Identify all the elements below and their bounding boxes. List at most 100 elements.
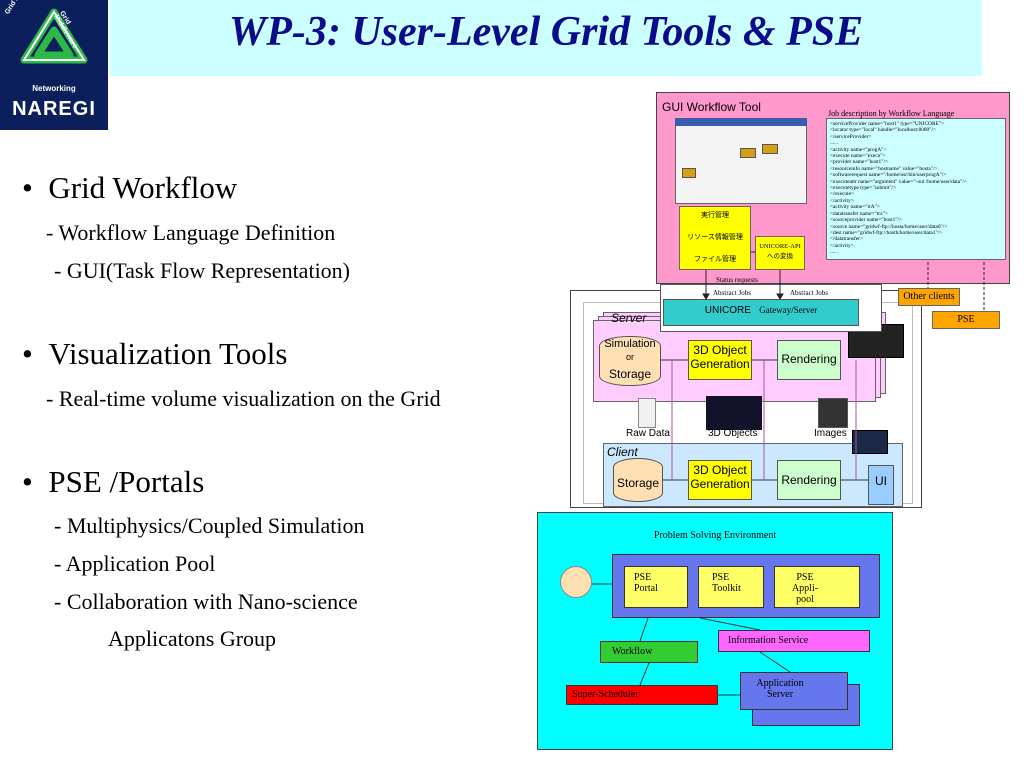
code-line: </activity> <box>830 197 854 204</box>
bullet-pse-portals: • PSE /Portals <box>22 464 205 499</box>
code-line: </datatransfer> <box>830 236 864 243</box>
rendering-box <box>777 340 841 380</box>
raw-data-label: Raw Data <box>626 428 670 439</box>
bullet-text: PSE /Portals <box>48 464 205 499</box>
code-line: ...... <box>830 140 839 147</box>
code-line: <serviceProvider name="host1" type="UNIC… <box>830 121 945 127</box>
bullet-grid-workflow: • Grid Workflow <box>22 170 238 205</box>
sub-item: - Collaboration with Nano-science <box>54 589 358 614</box>
pse-portal-box <box>624 566 688 608</box>
gateway-name: UNICORE <box>704 305 751 316</box>
code-line: <softwarerequest name="/home/usr/bin/use… <box>830 172 947 179</box>
simulation-label: Simulation <box>604 338 656 350</box>
code-block: <serviceProvider name="host1" type="UNIC… <box>830 121 1002 256</box>
gateway-sub: Gateway/Server <box>759 305 818 315</box>
jp-item-execution: 実行管理 <box>701 211 729 219</box>
unicore-gateway-label: UNICORE Gateway/Server <box>663 305 859 316</box>
naregi-logo: Grid Applications Grid Middleware Networ… <box>0 0 108 130</box>
pse-client-label: PSE <box>957 314 975 325</box>
unicore-gateway-box <box>663 299 859 326</box>
logo-ring-bottom: Networking <box>32 84 76 93</box>
other-clients-label: Other clients <box>903 291 955 302</box>
logo-wordmark: NAREGI <box>12 98 96 120</box>
client-storage-cylinder <box>613 458 663 502</box>
code-line: ...... <box>830 249 839 256</box>
workflow-screenshot-titlebar <box>675 118 807 126</box>
ui-label: UI <box>875 474 887 488</box>
sub-item: - Multiphysics/Coupled Simulation <box>54 513 365 538</box>
job-description-title: Job description by Workflow Language <box>828 109 955 118</box>
status-requests-label: Status requests <box>716 276 758 284</box>
client-object-generation-label: 3D Object Generation <box>690 463 750 491</box>
client-storage-label: Storage <box>616 476 660 490</box>
bullet-visualization-tools: • Visualization Tools <box>22 336 288 371</box>
client-rendering-label: Rendering <box>781 473 837 487</box>
workflow-label: Workflow <box>612 646 653 657</box>
jp-item-file: ファイル管理 <box>694 255 736 263</box>
sub-item: - Application Pool <box>54 551 216 576</box>
management-box <box>679 206 751 270</box>
bullet-text: Grid Workflow <box>48 170 238 205</box>
code-line: <locator type="local" handle="localhost:… <box>830 127 936 134</box>
code-line: </serviceProvider> <box>830 133 872 140</box>
sub-item: - Workflow Language Definition <box>46 220 336 245</box>
code-line: </execute> <box>830 191 855 198</box>
code-line: <source name="gridwf-ftp://hosta/home/us… <box>830 223 948 230</box>
information-service-label: Information Service <box>728 635 809 646</box>
unicore-api-box <box>755 236 805 270</box>
images-icon <box>818 398 848 428</box>
sub-item: Applicatons Group <box>108 626 277 651</box>
3d-objects-label: 3D Objects <box>708 428 758 439</box>
raw-data-icon <box>638 398 656 428</box>
object-generation-label: 3D Object Generation <box>690 343 750 371</box>
code-line: <activity name="trA"> <box>830 204 880 211</box>
code-line: <activity name="progA"> <box>830 146 887 153</box>
abstract-jobs-label-2: Abstract Jobs <box>790 289 828 297</box>
images-label: Images <box>814 428 847 439</box>
pse-toolkit-box <box>698 566 764 608</box>
workflow-box <box>600 641 698 663</box>
workflow-node-icon <box>682 168 696 178</box>
sub-item: - Real-time volume visualization on the … <box>46 386 441 411</box>
code-line: <sourceprovider name="host1"/> <box>830 217 903 224</box>
gui-workflow-title: GUI Workflow Tool <box>662 100 761 114</box>
bullet-text: Visualization Tools <box>48 336 288 371</box>
other-clients-box <box>898 288 960 306</box>
pse-environment-title: Problem Solving Environment <box>653 530 777 541</box>
laptop-icon <box>852 430 888 454</box>
title-bar <box>110 0 982 76</box>
simulation-storage-cylinder <box>599 336 661 386</box>
client-object-generation-box <box>688 460 752 500</box>
workflow-node-icon <box>740 148 756 158</box>
code-line: </activity> <box>830 242 854 249</box>
unicore-api-label: UNICORE-API への変換 <box>759 243 801 260</box>
pse-toolkit-label: PSE Toolkit <box>712 572 741 594</box>
workflow-screenshot <box>675 118 807 204</box>
client-rendering-box <box>777 460 841 500</box>
pse-appli-pool-box <box>774 566 860 608</box>
rendering-label: Rendering <box>781 352 837 366</box>
jp-item-resource: リソース情報管理 <box>687 233 743 241</box>
information-service-box <box>718 630 870 652</box>
super-scheduler-box <box>566 685 718 705</box>
code-line: <executeattr name="argument" value="-out… <box>830 178 967 185</box>
super-scheduler-label: Super-Scheduler <box>572 689 639 700</box>
object-generation-box <box>688 340 752 380</box>
pse-client-box <box>932 311 1000 329</box>
client-label: Client <box>607 445 638 459</box>
user-figure-icon <box>560 566 592 598</box>
storage-label: Storage <box>608 367 652 381</box>
ui-box <box>868 465 894 505</box>
code-line: <provider name="host1"/> <box>830 159 888 166</box>
code-line: <resourceinfo name="hostname" value="hos… <box>830 165 938 172</box>
app-server-label: Application Server <box>756 678 804 700</box>
triangle-logo-icon <box>20 8 88 64</box>
code-line: <datatransfer name="trx"> <box>830 210 888 217</box>
3d-objects-icon <box>706 396 762 430</box>
abstract-jobs-label-1: Abstract Jobs <box>713 289 751 297</box>
code-line: <executetype type="submit"/> <box>830 185 897 192</box>
pse-appli-pool-label: PSE Appli-pool <box>791 572 819 605</box>
